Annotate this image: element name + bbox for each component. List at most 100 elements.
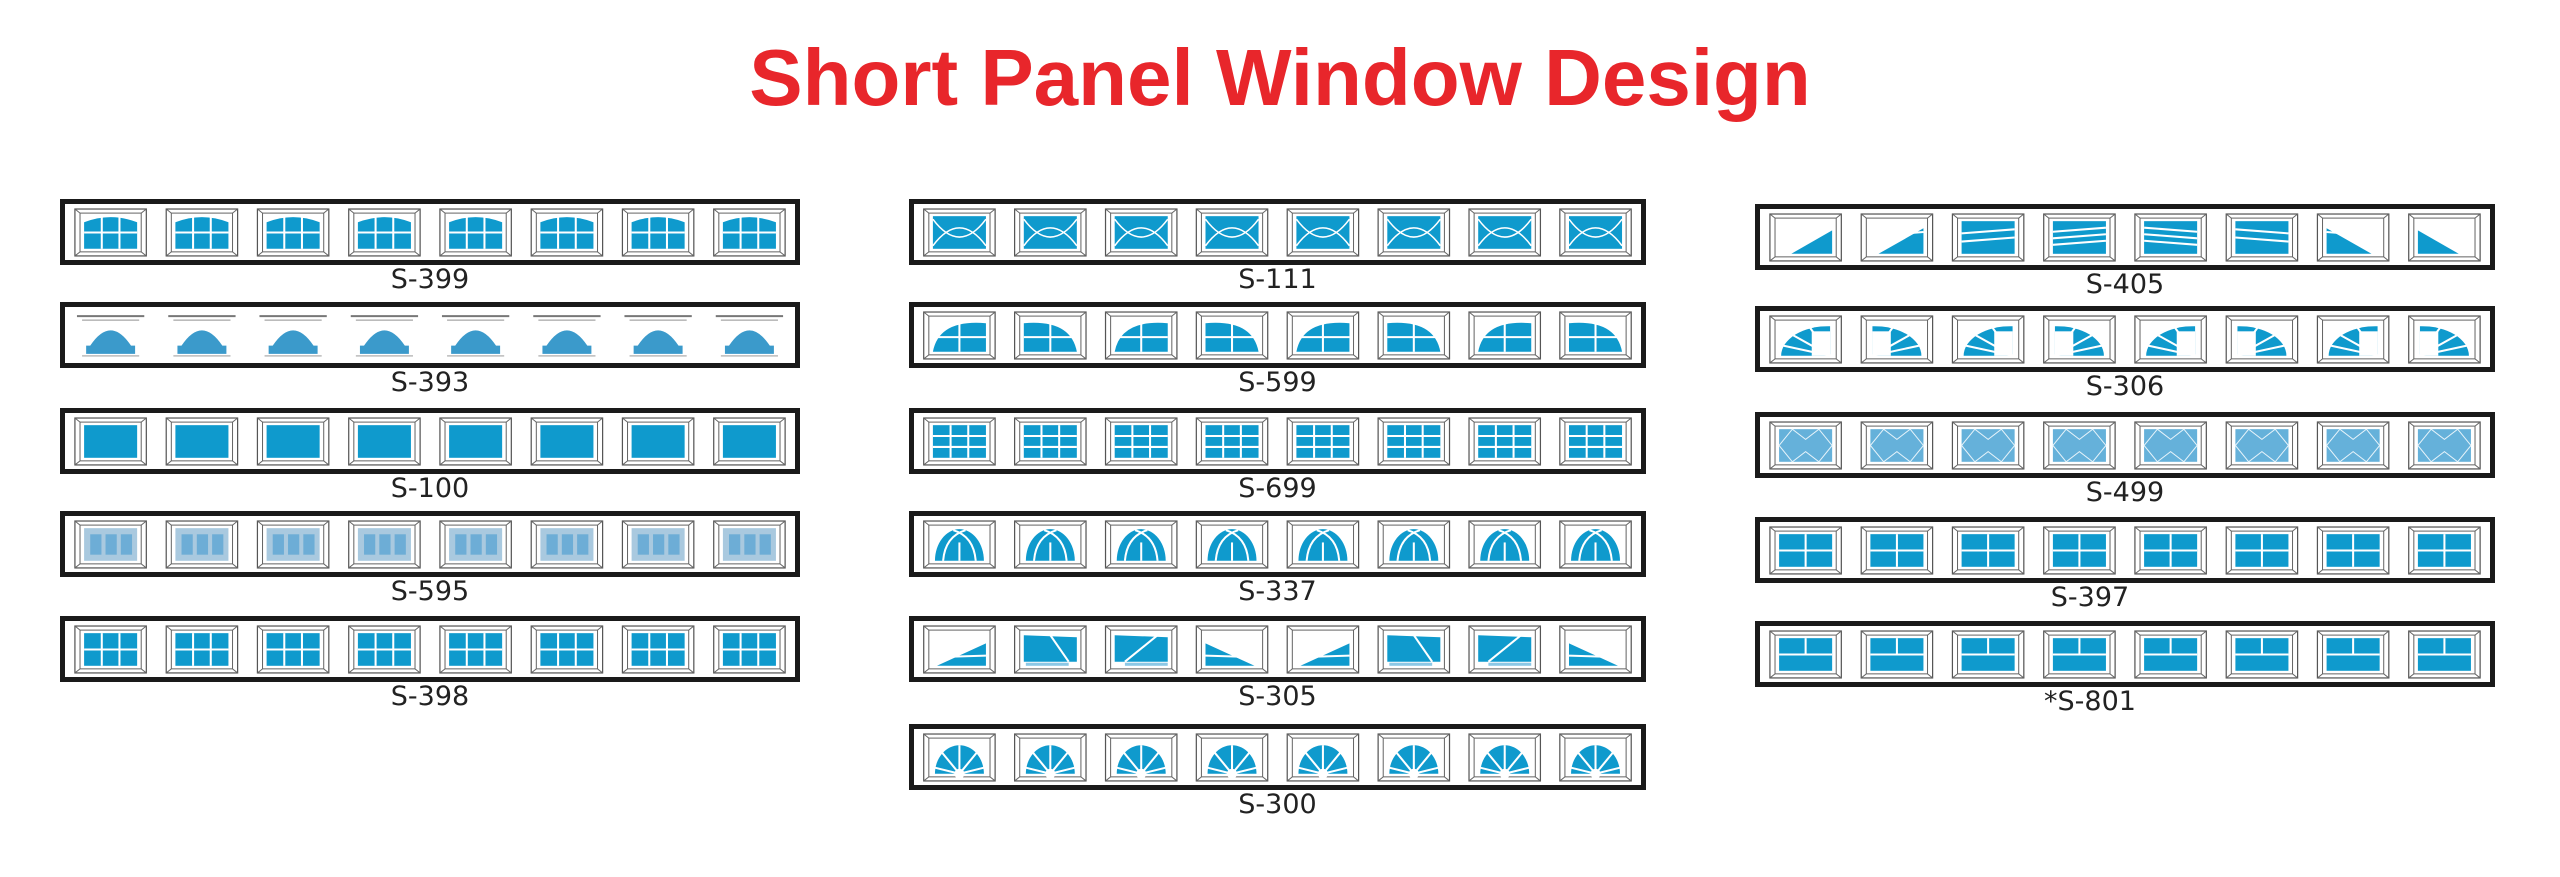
design-panel-s-397 [1755, 517, 2495, 583]
grid-2x2-icon [1951, 526, 2025, 575]
frosted-diamond-icon [1860, 421, 1934, 470]
cathedral-icon [1559, 520, 1632, 569]
design-panel-s-405 [1755, 204, 2495, 270]
plain-icon [74, 417, 147, 466]
grid-2x2-icon [2043, 526, 2116, 575]
dome-icon [715, 315, 784, 357]
quarter-fan-icon [2408, 315, 2481, 364]
split-icon [1951, 630, 2025, 679]
grid-2x2-icon [2225, 526, 2299, 575]
dome-icon [441, 315, 510, 357]
grid-2x2-icon [2408, 526, 2481, 575]
plain-icon [165, 417, 239, 466]
grid-2x3-icon [256, 625, 330, 674]
plain-icon [439, 417, 512, 466]
grid-3x3-icon [1195, 417, 1269, 466]
grid-3x3-icon [1559, 417, 1632, 466]
quarter-grid-icon [1377, 311, 1451, 360]
ellipse-cross-icon [1014, 208, 1087, 257]
arch-grid-icon [621, 208, 695, 257]
plain-icon [348, 417, 421, 466]
cathedral-icon [1014, 520, 1087, 569]
quarter-fan-icon [2316, 315, 2390, 364]
sunray-icon [2134, 213, 2207, 262]
grid-2x2-icon [1860, 526, 1934, 575]
grid-2x2-icon [2134, 526, 2207, 575]
arch-grid-icon [713, 208, 786, 257]
sunray-icon [2225, 213, 2299, 262]
quarter-fan-icon [1769, 315, 1842, 364]
design-panel-s-305 [909, 616, 1646, 682]
diagonal-icon [1468, 625, 1542, 674]
grid-2x3-icon [439, 625, 512, 674]
plain-icon [530, 417, 604, 466]
diagonal-icon [923, 625, 996, 674]
fan-icon [1286, 733, 1360, 782]
grid-2x2-icon [2316, 526, 2390, 575]
design-label: S-699 [1238, 473, 1317, 504]
grid-2x3-icon [713, 625, 786, 674]
frosted-bars-icon [256, 520, 330, 569]
diagonal-icon [1286, 625, 1360, 674]
diagonal-icon [1559, 625, 1632, 674]
fan-icon [1014, 733, 1087, 782]
ellipse-cross-icon [923, 208, 996, 257]
design-panel-s-595 [60, 511, 800, 577]
design-panel-s-399 [60, 199, 800, 265]
cathedral-icon [1104, 520, 1178, 569]
ellipse-cross-icon [1104, 208, 1178, 257]
plain-icon [256, 417, 330, 466]
diagonal-icon [1377, 625, 1451, 674]
fan-icon [1377, 733, 1451, 782]
quarter-grid-icon [1104, 311, 1178, 360]
sunray-icon [2408, 213, 2481, 262]
frosted-bars-icon [713, 520, 786, 569]
frosted-bars-icon [530, 520, 604, 569]
sunray-icon [1951, 213, 2025, 262]
design-label: S-100 [390, 473, 470, 504]
design-label: S-337 [1238, 576, 1317, 607]
design-label: S-399 [390, 264, 470, 295]
dome-icon [259, 315, 327, 357]
design-panel-s-306 [1755, 306, 2495, 372]
ellipse-cross-icon [1559, 208, 1632, 257]
design-panel-s-111 [909, 199, 1646, 265]
design-panel-s-300 [909, 724, 1646, 790]
dome-icon [533, 315, 601, 357]
ellipse-cross-icon [1195, 208, 1269, 257]
dome-icon [76, 315, 145, 357]
quarter-fan-icon [2134, 315, 2207, 364]
arch-grid-icon [348, 208, 421, 257]
diagonal-icon [1104, 625, 1178, 674]
quarter-fan-icon [2225, 315, 2299, 364]
ellipse-cross-icon [1286, 208, 1360, 257]
plain-icon [713, 417, 786, 466]
design-label: S-300 [1238, 789, 1317, 820]
grid-3x3-icon [1468, 417, 1542, 466]
fan-icon [1195, 733, 1269, 782]
split-icon [2408, 630, 2481, 679]
dome-icon [624, 315, 692, 357]
frosted-diamond-icon [2134, 421, 2207, 470]
plain-icon [621, 417, 695, 466]
arch-grid-icon [256, 208, 330, 257]
design-panel-s-599 [909, 302, 1646, 368]
design-label: S-599 [1238, 367, 1317, 398]
quarter-grid-icon [1014, 311, 1087, 360]
grid-2x3-icon [74, 625, 147, 674]
design-label: S-111 [1238, 264, 1317, 295]
design-panel-s-801 [1755, 621, 2495, 687]
design-panel-s-100 [60, 408, 800, 474]
grid-2x3-icon [530, 625, 604, 674]
grid-3x3-icon [923, 417, 996, 466]
design-label: *S-801 [2044, 686, 2136, 717]
grid-3x3-icon [1014, 417, 1087, 466]
frosted-bars-icon [621, 520, 695, 569]
grid-3x3-icon [1286, 417, 1360, 466]
split-icon [2225, 630, 2299, 679]
design-panel-s-398 [60, 616, 800, 682]
diagonal-icon [1014, 625, 1087, 674]
frosted-diamond-icon [2043, 421, 2116, 470]
design-label: S-305 [1238, 681, 1317, 712]
design-label: S-397 [2050, 582, 2130, 613]
